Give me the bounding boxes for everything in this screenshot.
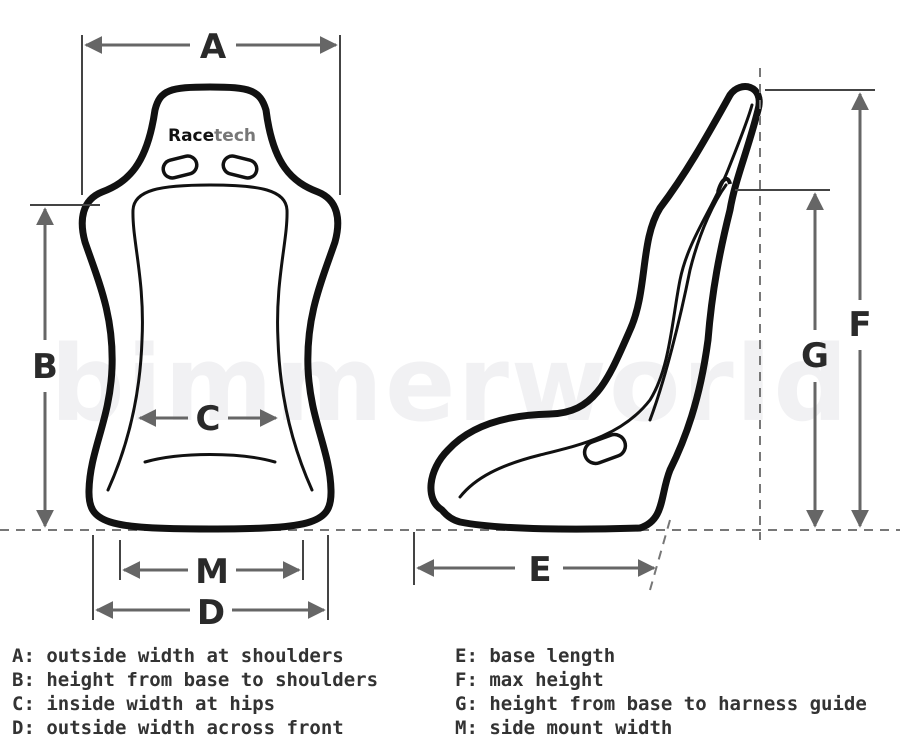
- legend-column-left: A: outside width at shoulders B: height …: [12, 644, 378, 740]
- legend-item-e: E: base length: [455, 645, 616, 667]
- legend-item-c: C: inside width at hips: [12, 693, 276, 715]
- side-seat-shell-line: [648, 183, 728, 422]
- brand-logo: Racetech: [168, 126, 256, 146]
- dim-m-label: M: [195, 552, 229, 592]
- legend-item-g: G: height from base to harness guide: [455, 693, 867, 715]
- legend-item-a: A: outside width at shoulders: [12, 645, 344, 667]
- legend-item-d: D: outside width across front: [12, 717, 344, 739]
- side-base-end-guide: [649, 519, 671, 591]
- dim-a-label: A: [200, 27, 227, 67]
- legend-item-f: F: max height: [455, 669, 604, 691]
- seat-side-view: [427, 83, 763, 533]
- side-harness-guide: [716, 176, 732, 193]
- front-harness-slot-left: [161, 154, 199, 180]
- dim-e-label: E: [528, 550, 551, 590]
- front-seat-inner-line: [106, 183, 314, 492]
- side-harness-slot: [582, 432, 628, 466]
- side-seat-outline: [427, 83, 763, 533]
- front-seat-cushion-line: [143, 453, 277, 464]
- dim-g-label: G: [801, 336, 829, 376]
- brand-logo-race: Race: [168, 126, 214, 146]
- legend-column-right: E: base length F: max height G: height f…: [455, 644, 867, 740]
- brand-logo-tech: tech: [214, 126, 256, 146]
- side-seat-inner-line: [458, 103, 754, 499]
- seat-front-view: Racetech: [78, 83, 342, 533]
- watermark-text: bimmerworld: [50, 323, 850, 445]
- front-seat-outline: [78, 83, 342, 533]
- dim-d-label: D: [197, 593, 225, 633]
- legend-item-b: B: height from base to shoulders: [12, 669, 379, 691]
- front-harness-slot-right: [221, 154, 259, 180]
- dim-f-label: F: [848, 305, 871, 345]
- dim-b-label: B: [32, 347, 58, 387]
- dim-c-label: C: [196, 399, 221, 439]
- seat-dimension-diagram: bimmerworld Racetech A B C M: [0, 27, 900, 633]
- legend-item-m: M: side mount width: [455, 717, 673, 739]
